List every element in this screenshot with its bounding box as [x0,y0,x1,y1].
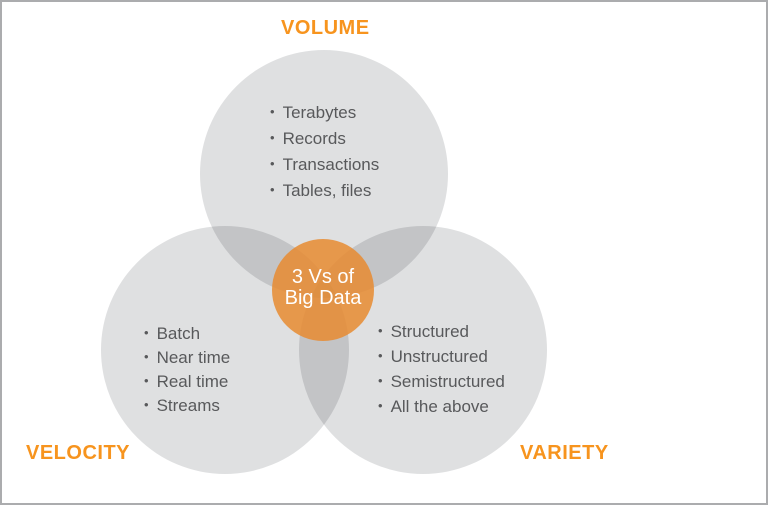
list-item: • Semistructured [378,369,505,394]
bullet-icon: • [270,156,275,171]
bullet-icon: • [144,349,149,364]
list-item: • Real time [144,369,230,393]
bullet-icon: • [144,397,149,412]
list-item: • Unstructured [378,344,505,369]
list-item-text: Near time [156,348,231,367]
list-item: • Records [270,125,379,151]
list-item-text: Streams [156,396,220,415]
list-item-text: Terabytes [282,103,357,122]
list-item-text: Real time [156,372,229,391]
list-item: • Terabytes [270,99,379,125]
list-item: • Near time [144,345,230,369]
list-item-text: Semistructured [390,372,505,391]
list-item: • Tables, files [270,177,379,203]
list-item: • Structured [378,319,505,344]
velocity-label: VELOCITY [26,442,131,464]
bullet-icon: • [378,398,383,413]
center-title-line1: 3 Vs of [291,265,355,288]
list-item-text: All the above [390,397,489,416]
volume-list: • Terabytes • Records • Transactions • Table… [270,99,379,203]
list-item: • Streams [144,393,230,417]
center-title-line2: Big Data [284,286,362,309]
velocity-list: • Batch • Near time • Real time • Streams [144,321,230,417]
list-item-text: Unstructured [390,347,488,366]
variety-list: • Structured • Unstructured • Semistructure… [378,319,505,419]
list-item-text: Records [282,129,346,148]
bullet-icon: • [144,373,149,388]
bullet-icon: • [144,325,149,340]
bullet-icon: • [378,348,383,363]
bullet-icon: • [270,130,275,145]
list-item-text: Tables, files [282,181,372,200]
center-circle: 3 Vs of Big Data [272,239,374,341]
list-item: • All the above [378,394,505,419]
list-item-text: Structured [390,322,469,341]
bullet-icon: • [270,104,275,119]
volume-label: VOLUME [281,17,370,39]
list-item: • Batch [144,321,230,345]
bullet-icon: • [270,182,275,197]
list-item-text: Batch [156,324,201,343]
bullet-icon: • [378,323,383,338]
list-item: • Transactions [270,151,379,177]
variety-label: VARIETY [520,442,609,464]
bullet-icon: • [378,373,383,388]
list-item-text: Transactions [282,155,380,174]
